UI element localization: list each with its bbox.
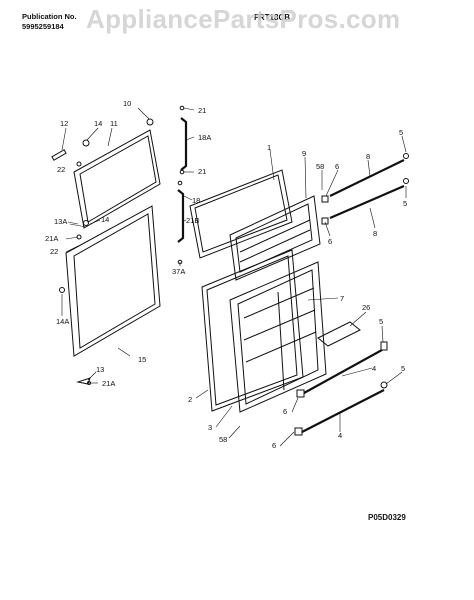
callout-21a-bottom: 21A (102, 379, 115, 388)
callout-22-top: 22 (57, 165, 65, 174)
callout-37a: 37A (172, 267, 185, 276)
publication-number: 5995259184 (22, 22, 64, 31)
freezer-rails (321, 153, 409, 225)
callout-9: 9 (302, 149, 306, 158)
callout-5-top: 5 (399, 128, 403, 137)
callout-14-mid: 14 (101, 215, 109, 224)
callout-22-bottom: 22 (50, 247, 58, 256)
callout-11: 11 (110, 119, 118, 128)
callout-labels: 12 14 11 10 21 18A 21 1 9 58 6 8 5 5 8 6… (45, 99, 407, 450)
callout-21-top: 21 (198, 106, 206, 115)
handle-18 (177, 180, 185, 265)
callout-21a-top: 21A (45, 234, 58, 243)
callout-14-top: 14 (94, 119, 102, 128)
callout-5-second: 5 (403, 199, 407, 208)
callout-13a: 13A (54, 217, 67, 226)
fresh-food-door-liner (229, 261, 327, 413)
hinge-parts-bottom (59, 287, 91, 385)
fresh-food-door-panel (201, 249, 304, 412)
callout-18: 18 (192, 196, 200, 205)
callout-6-bottom: 6 (272, 441, 276, 450)
callout-7: 7 (340, 294, 344, 303)
handle-18a (179, 105, 188, 175)
publication-label: Publication No. (22, 12, 77, 21)
callout-21b: 21B (186, 216, 199, 225)
figure-code: P05D0329 (368, 513, 406, 522)
callout-13: 13 (96, 365, 104, 374)
callout-26: 26 (362, 303, 370, 312)
freezer-door-gasket (73, 129, 161, 229)
callout-6-second: 6 (328, 237, 332, 246)
callout-3: 3 (208, 423, 212, 432)
callout-18a: 18A (198, 133, 211, 142)
callout-5-third: 5 (379, 317, 383, 326)
callout-4-top: 4 (372, 364, 376, 373)
callout-1: 1 (267, 143, 271, 152)
watermark-logo: AppliancePartsPros.com (86, 4, 401, 34)
callout-10: 10 (123, 99, 131, 108)
callout-15: 15 (138, 355, 146, 364)
callout-58-top: 58 (316, 162, 324, 171)
callout-8-bottom: 8 (373, 229, 377, 238)
callout-5-bottom: 5 (401, 364, 405, 373)
hinge-parts-top (51, 118, 154, 240)
fresh-food-rails (294, 341, 388, 436)
callout-12: 12 (60, 119, 68, 128)
freezer-door-liner (229, 195, 321, 281)
callout-8-top: 8 (366, 152, 370, 161)
callout-6-top: 6 (335, 162, 339, 171)
callout-21-mid: 21 (198, 167, 206, 176)
callout-2: 2 (188, 395, 192, 404)
callout-58-bottom: 58 (219, 435, 227, 444)
egg-tray (317, 321, 361, 347)
freezer-door-panel (189, 169, 293, 259)
callout-14a: 14A (56, 317, 69, 326)
leader-lines (61, 107, 407, 447)
callout-6-third: 6 (283, 407, 287, 416)
fresh-food-door-gasket (65, 205, 161, 357)
callout-4-bottom: 4 (338, 431, 342, 440)
model-number: FRT18CB (254, 13, 291, 22)
